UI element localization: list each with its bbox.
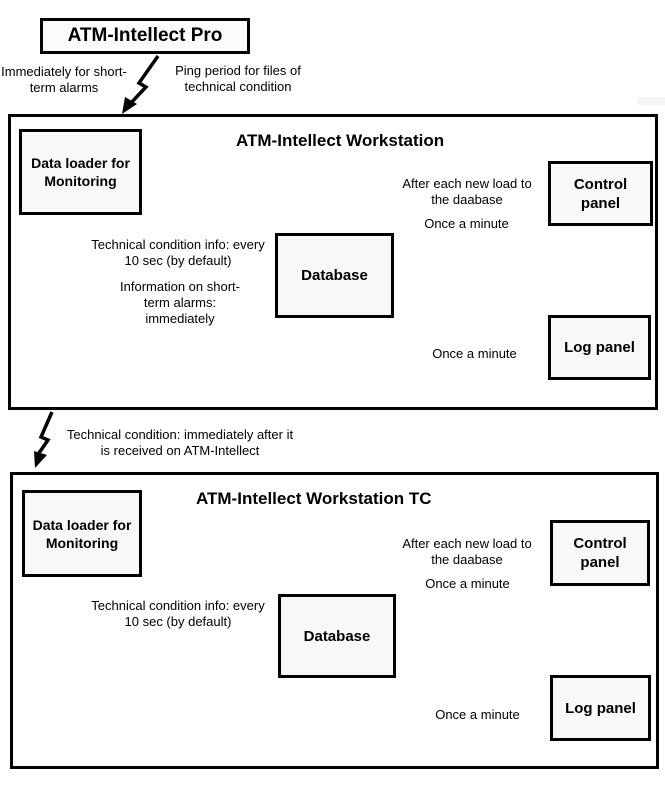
edge-label-control-top-1: After each new load to the daabase	[402, 176, 532, 207]
lightning-arrow-2	[37, 411, 54, 454]
database-node-2: Database	[278, 594, 396, 678]
edge-label-db-top-1: Technical condition info: every 10 sec (…	[91, 237, 265, 268]
atm-intellect-pro-node: ATM-Intellect Pro	[40, 18, 250, 54]
edge-label-log-1: Once a minute	[432, 346, 517, 361]
workstation-1-title: ATM-Intellect Workstation	[236, 131, 445, 150]
data-loader-node-1: Data loader for Monitoring	[19, 129, 142, 215]
edge-label-db-top-2: Technical condition info: every 10 sec (…	[91, 598, 265, 629]
arrowhead-icon	[34, 451, 47, 468]
link-note: Technical condition: immediately after i…	[66, 427, 294, 458]
workstation-2-title: ATM-Intellect Workstation TC	[196, 489, 432, 508]
edge-label-control-bottom-1: Once a minute	[424, 216, 509, 231]
edge-label-control-top-2: After each new load to the daabase	[402, 536, 532, 567]
edge-label-db-bottom-1: Information on short-term alarms: immedi…	[120, 279, 240, 326]
data-loader-node-2: Data loader for Monitoring	[22, 490, 142, 577]
control-panel-node-1: Control panel	[548, 161, 653, 226]
log-panel-node-1: Log panel	[548, 315, 651, 380]
lightning-arrow-1	[126, 54, 160, 108]
log-panel-node-2: Log panel	[550, 675, 651, 741]
control-panel-node-2: Control panel	[550, 520, 650, 586]
short-term-alarms-note: Immediately for short-term alarms	[1, 64, 127, 95]
database-node-1: Database	[275, 233, 394, 318]
edge-label-control-bottom-2: Once a minute	[425, 576, 510, 591]
arrowhead-icon	[122, 97, 137, 114]
ping-period-note: Ping period for files of technical condi…	[175, 63, 301, 94]
edge-label-log-2: Once a minute	[435, 707, 520, 722]
artifact-smudge	[637, 97, 665, 105]
